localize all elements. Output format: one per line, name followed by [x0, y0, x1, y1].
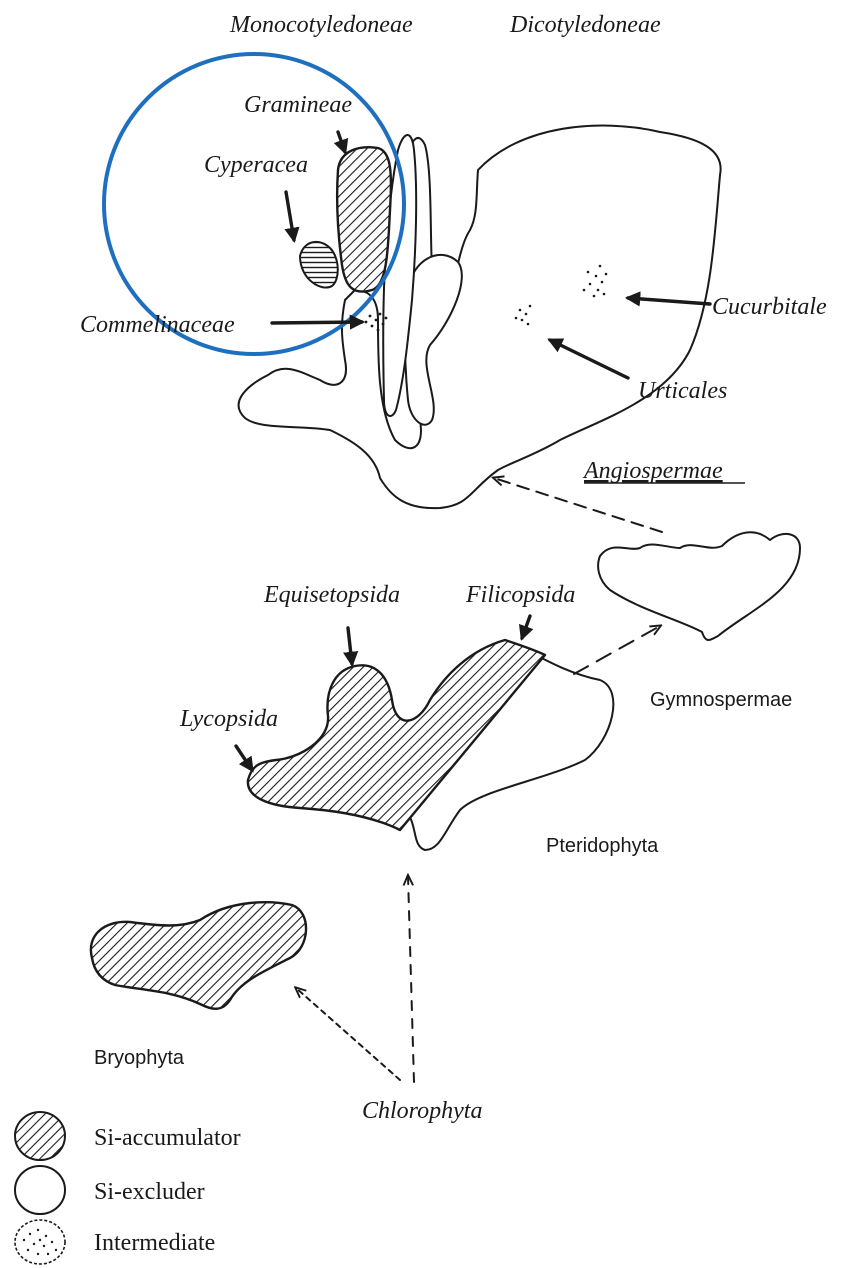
gymnospermae-shape [598, 532, 800, 640]
gymno-to-angio-arrow [494, 478, 662, 532]
angiospermae-outline [239, 126, 721, 509]
commelinaceae-arrow [272, 322, 362, 323]
filicopsida-arrow [522, 616, 530, 638]
cyperacea-shape [300, 242, 338, 288]
gramineae-shape [337, 147, 391, 291]
angiospermae-group [239, 126, 721, 509]
label-commelinaceae: Commelinaceae [80, 312, 235, 338]
pterido-to-gymno-arrow [574, 626, 660, 674]
chloro-to-pterido-arrow [408, 876, 414, 1082]
label-angiospermae: Angiospermae [582, 458, 723, 484]
cyperacea-arrow [286, 192, 294, 240]
legend-label-excluder: Si-excluder [94, 1179, 205, 1205]
label-pteridophyta: Pteridophyta [546, 835, 659, 857]
legend-swatch-dotted [15, 1220, 65, 1264]
label-lycopsida: Lycopsida [179, 706, 278, 732]
label-gramineae: Gramineae [244, 92, 352, 118]
label-cyperacea: Cyperacea [204, 152, 308, 178]
legend-label-accumulator: Si-accumulator [94, 1125, 241, 1151]
label-bryophyta: Bryophyta [94, 1047, 185, 1069]
lycopsida-arrow [236, 746, 252, 770]
chloro-to-bryo-arrow [296, 988, 400, 1080]
legend-item-accumulator: Si-accumulator [15, 1112, 241, 1160]
label-monocotyledoneae: Monocotyledoneae [229, 12, 413, 38]
pteridophyta-group [248, 640, 613, 850]
label-dicotyledoneae: Dicotyledoneae [509, 12, 661, 38]
bryophyta-shape [91, 902, 306, 1009]
legend: Si-accumulator Si-excluder Intermediate [15, 1112, 241, 1264]
label-equisetopsida: Equisetopsida [263, 582, 400, 608]
legend-item-intermediate: Intermediate [15, 1220, 215, 1264]
legend-label-intermediate: Intermediate [94, 1230, 215, 1256]
label-urticales: Urticales [638, 378, 727, 404]
gramineae-arrow [338, 132, 345, 152]
label-cucurbitale: Cucurbitale [712, 294, 827, 320]
label-gymnospermae: Gymnospermae [650, 689, 792, 711]
equisetopsida-arrow [348, 628, 352, 664]
legend-swatch-empty [15, 1166, 65, 1214]
legend-item-excluder: Si-excluder [15, 1166, 205, 1214]
label-chlorophyta: Chlorophyta [362, 1098, 482, 1124]
label-filicopsida: Filicopsida [465, 582, 575, 608]
legend-swatch-hatched [15, 1112, 65, 1160]
